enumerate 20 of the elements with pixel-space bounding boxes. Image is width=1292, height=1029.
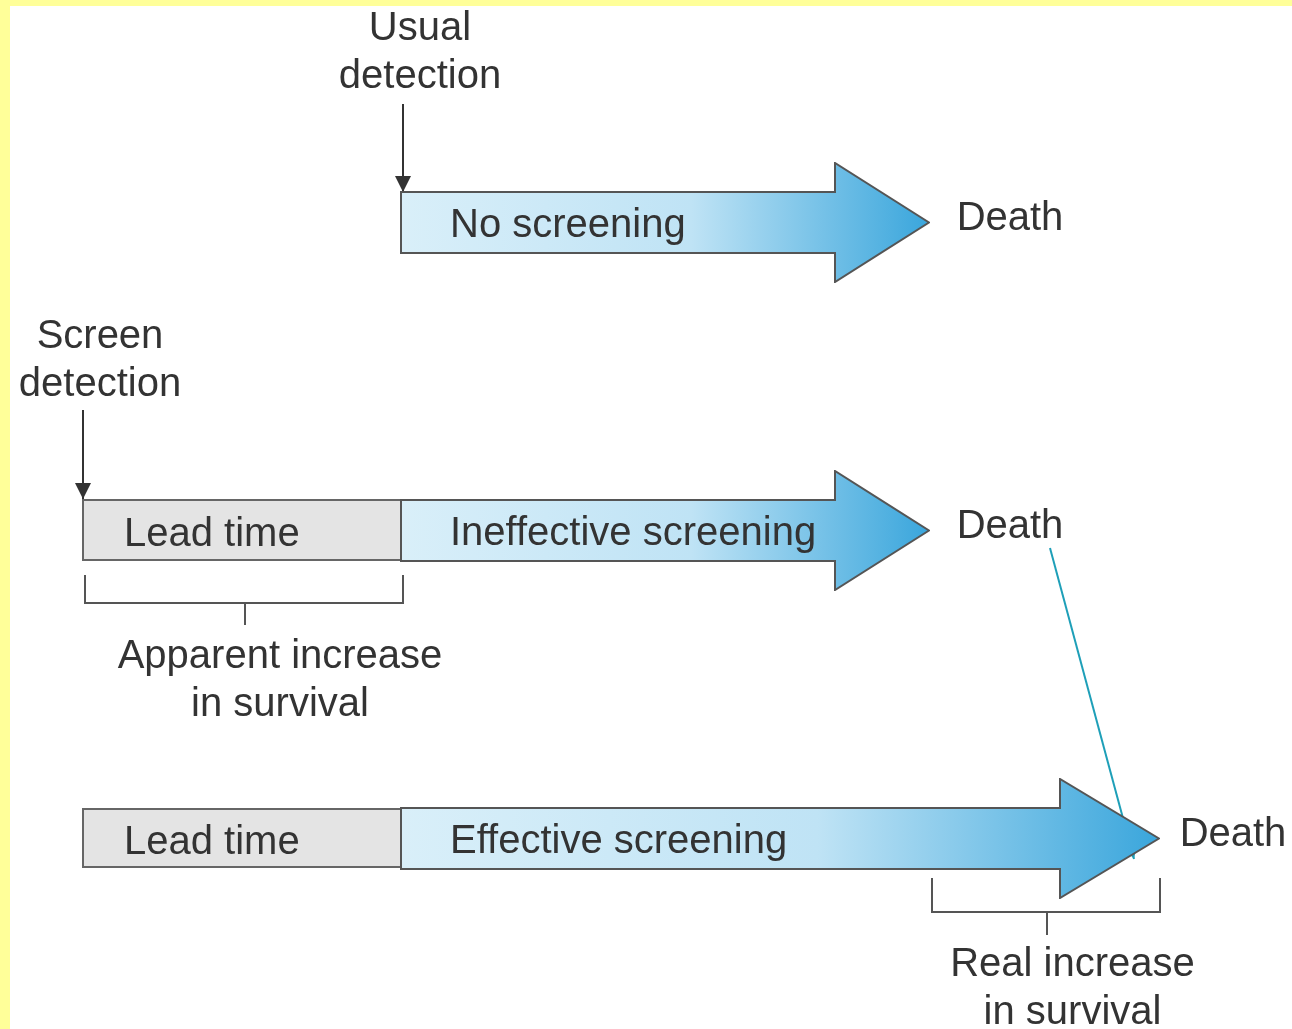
stage-label: Death [940, 192, 1080, 242]
stage-label: Usual detection [300, 2, 540, 102]
stage-label: Death [940, 500, 1080, 550]
arrow [75, 409, 91, 500]
lead-time-bar [82, 808, 402, 868]
stage-label: Screen detection [5, 310, 195, 410]
block-arrow [400, 470, 930, 591]
bar-label: Lead time [124, 509, 300, 556]
survival-note: Real increase in survival [949, 939, 1196, 1029]
arrow-label: No screening [450, 199, 686, 247]
survival-note: Apparent increase in survival [116, 631, 444, 726]
arrow-label: Ineffective screening [450, 507, 817, 555]
arrow [1049, 547, 1138, 860]
bar-label: Lead time [124, 817, 300, 864]
arrow [395, 103, 411, 193]
lead-time-bar [82, 499, 402, 561]
arrow-label: Effective screening [450, 815, 788, 863]
stage-label: Death [1168, 808, 1292, 858]
block-arrow [400, 778, 1160, 899]
block-arrow [400, 162, 930, 283]
